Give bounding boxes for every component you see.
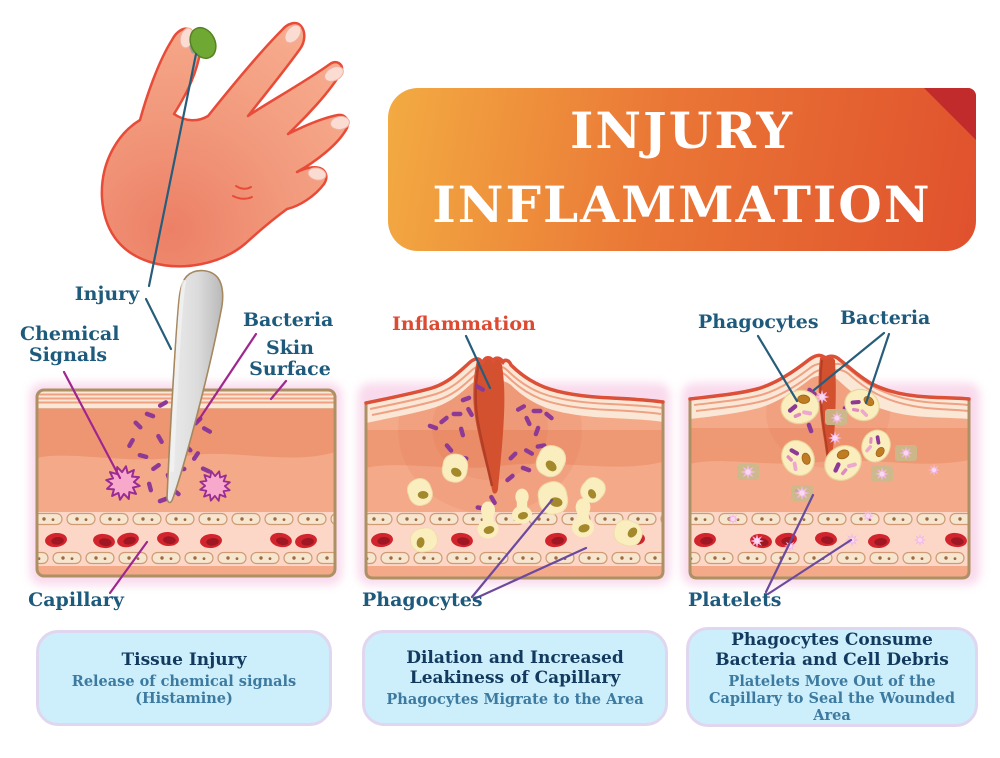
skin-surface-line: [364, 356, 665, 405]
label-bacteria-3: Bacteria: [840, 307, 931, 329]
title-line-2: INFLAMMATION: [432, 175, 932, 234]
label-phagocytes-2: Phagocytes: [362, 589, 483, 611]
fingernails: [179, 24, 350, 181]
label-chemical-signals: Chemical Signals: [20, 323, 120, 366]
connector-lines: [62, 52, 891, 601]
caption-title: Tissue Injury: [121, 649, 247, 670]
pin-icon: [189, 26, 217, 60]
label-platelets: Platelets: [688, 589, 782, 611]
label-bacteria-1: Bacteria: [243, 309, 334, 331]
skin-surface-line: [688, 353, 971, 401]
panel-phagocytosis: [682, 353, 980, 585]
label-skin-surface: Skin Surface: [249, 337, 331, 380]
caption-subtitle: Release of chemical signals (Histamine): [71, 672, 297, 707]
caption-title: Dilation and Increased Leakiness of Capi…: [406, 648, 624, 688]
label-injury: Injury: [74, 283, 140, 305]
caption-title: Phagocytes Consume Bacteria and Cell Deb…: [715, 630, 949, 670]
label-inflammation: Inflammation: [392, 313, 536, 335]
caption-phagocytes: Phagocytes Consume Bacteria and Cell Deb…: [686, 627, 978, 727]
title-line-1: INJURY: [569, 101, 795, 160]
poster-title: INJURY INFLAMMATION: [388, 94, 976, 242]
caption-dilation: Dilation and Increased Leakiness of Capi…: [362, 630, 668, 726]
label-phagocytes-3: Phagocytes: [698, 311, 819, 333]
panel-tissue-injury: [30, 269, 342, 585]
hand-creases: [232, 185, 253, 200]
panel-inflammation: [358, 356, 670, 585]
label-capillary: Capillary: [28, 589, 124, 611]
hand-illustration: [100, 21, 350, 268]
caption-subtitle: Platelets Move Out of the Capillary to S…: [708, 673, 956, 724]
caption-subtitle: Phagocytes Migrate to the Area: [386, 691, 644, 708]
caption-tissue-injury: Tissue Injury Release of chemical signal…: [36, 630, 332, 726]
title-banner: INJURY INFLAMMATION: [388, 88, 976, 251]
